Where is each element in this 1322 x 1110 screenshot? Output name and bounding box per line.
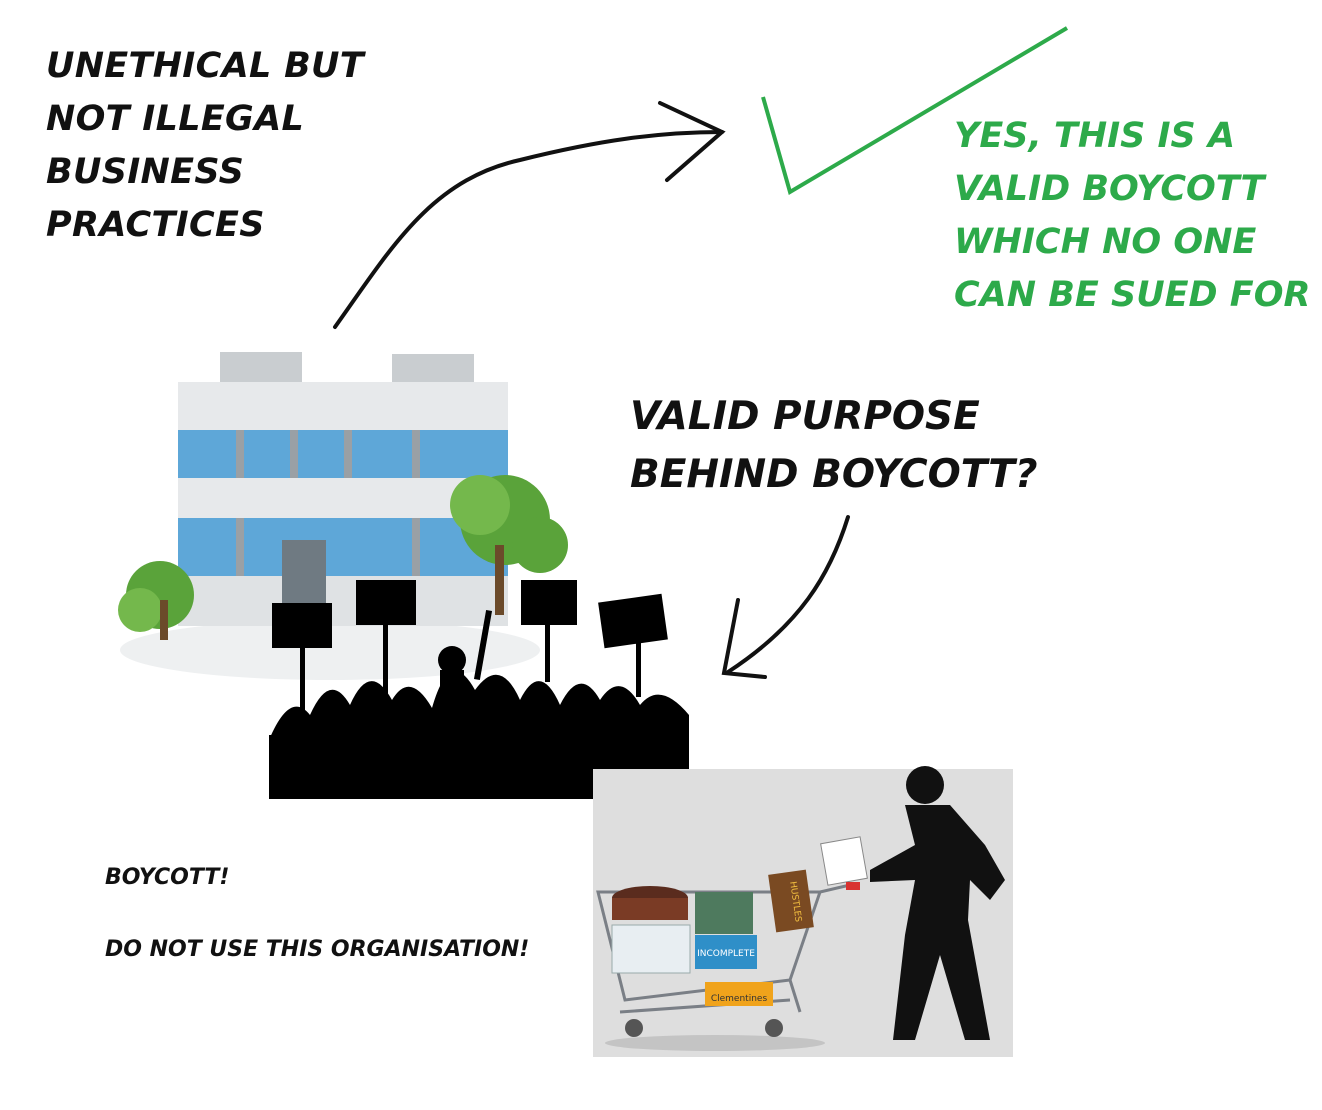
unethical-practices-label: UNETHICAL BUT NOT ILLEGAL BUSINESS PRACT… bbox=[46, 46, 364, 245]
cart-box-label: INCOMPLETE bbox=[697, 949, 755, 959]
curved-arrow-icon bbox=[333, 101, 726, 329]
curved-arrow-icon bbox=[721, 515, 850, 679]
protest-crowd-image bbox=[269, 580, 689, 799]
shopper-with-cart-image: INCOMPLETE HUSTLES Clementines bbox=[593, 766, 1013, 1057]
office-building-image bbox=[118, 352, 568, 680]
valid-boycott-label: YES, THIS IS A VALID BOYCOTT WHICH NO ON… bbox=[954, 116, 1311, 315]
boycott-message: BOYCOTT! DO NOT USE THIS ORGANISATION! bbox=[105, 865, 530, 962]
checkmark-icon bbox=[761, 26, 1069, 196]
cart-crate-label: Clementines bbox=[711, 994, 768, 1004]
valid-purpose-question: VALID PURPOSE BEHIND BOYCOTT? bbox=[630, 394, 1038, 497]
